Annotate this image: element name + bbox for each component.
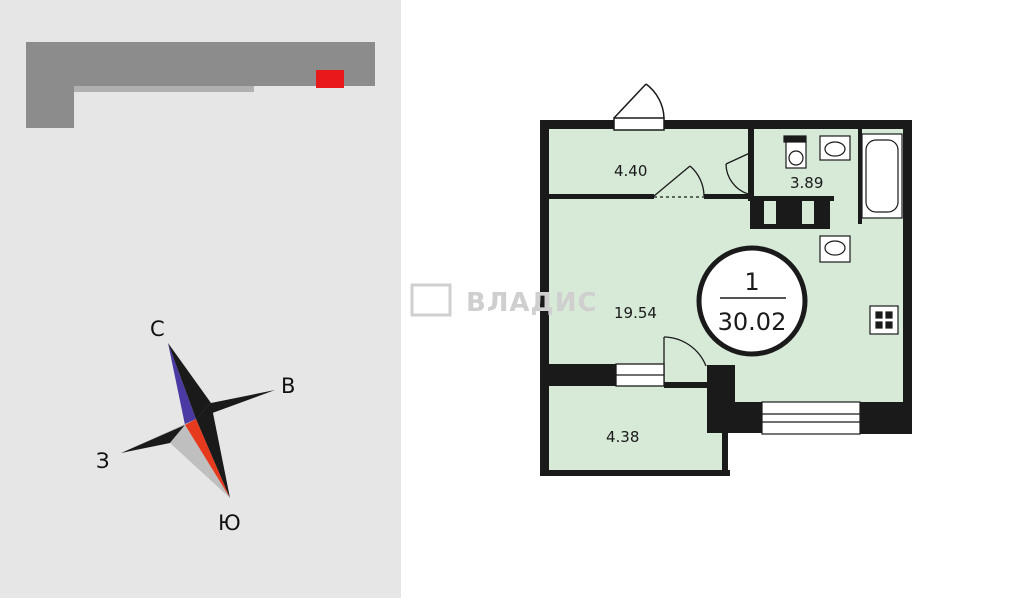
compass-west-ray [121,419,196,453]
compass-west-label: З [96,449,109,473]
room-area-balcony: 4.38 [606,428,639,446]
bathroom-fixtures [783,133,903,335]
location-svg: С В З Ю [26,42,375,535]
room-area-living: 19.54 [614,304,657,322]
window [761,401,861,435]
room-count: 1 [744,268,759,296]
compass-south-ray [185,419,230,498]
floor-plan-svg: ВЛАДИС 4.40 3.89 19.54 4.38 1 30.02 [410,83,912,476]
watermark: ВЛАДИС [410,283,598,318]
building-footprint [26,42,375,128]
walls [540,120,912,476]
apartment-location-marker [316,70,344,88]
stove-icon [869,305,899,335]
compass-south-label: Ю [218,511,241,535]
location-panel: С В З Ю [0,0,401,598]
compass-east-label: В [281,374,295,398]
compass-rose: С В З Ю [96,317,295,535]
compass-north-label: С [150,317,165,341]
interior-doors [615,151,753,387]
watermark-text: ВЛАДИС [466,288,598,318]
toilet-icon [783,135,807,143]
compass-east-ray [196,390,275,419]
compass-north-ray [168,343,196,425]
floor-plan: ВЛАДИС 4.40 3.89 19.54 4.38 1 30.02 [401,0,1023,598]
total-area: 30.02 [718,308,787,336]
room-area-hall: 4.40 [614,162,647,180]
total-area-badge: 1 30.02 [696,245,808,357]
room-area-bathroom: 3.89 [790,174,823,192]
entrance-door [613,83,665,131]
